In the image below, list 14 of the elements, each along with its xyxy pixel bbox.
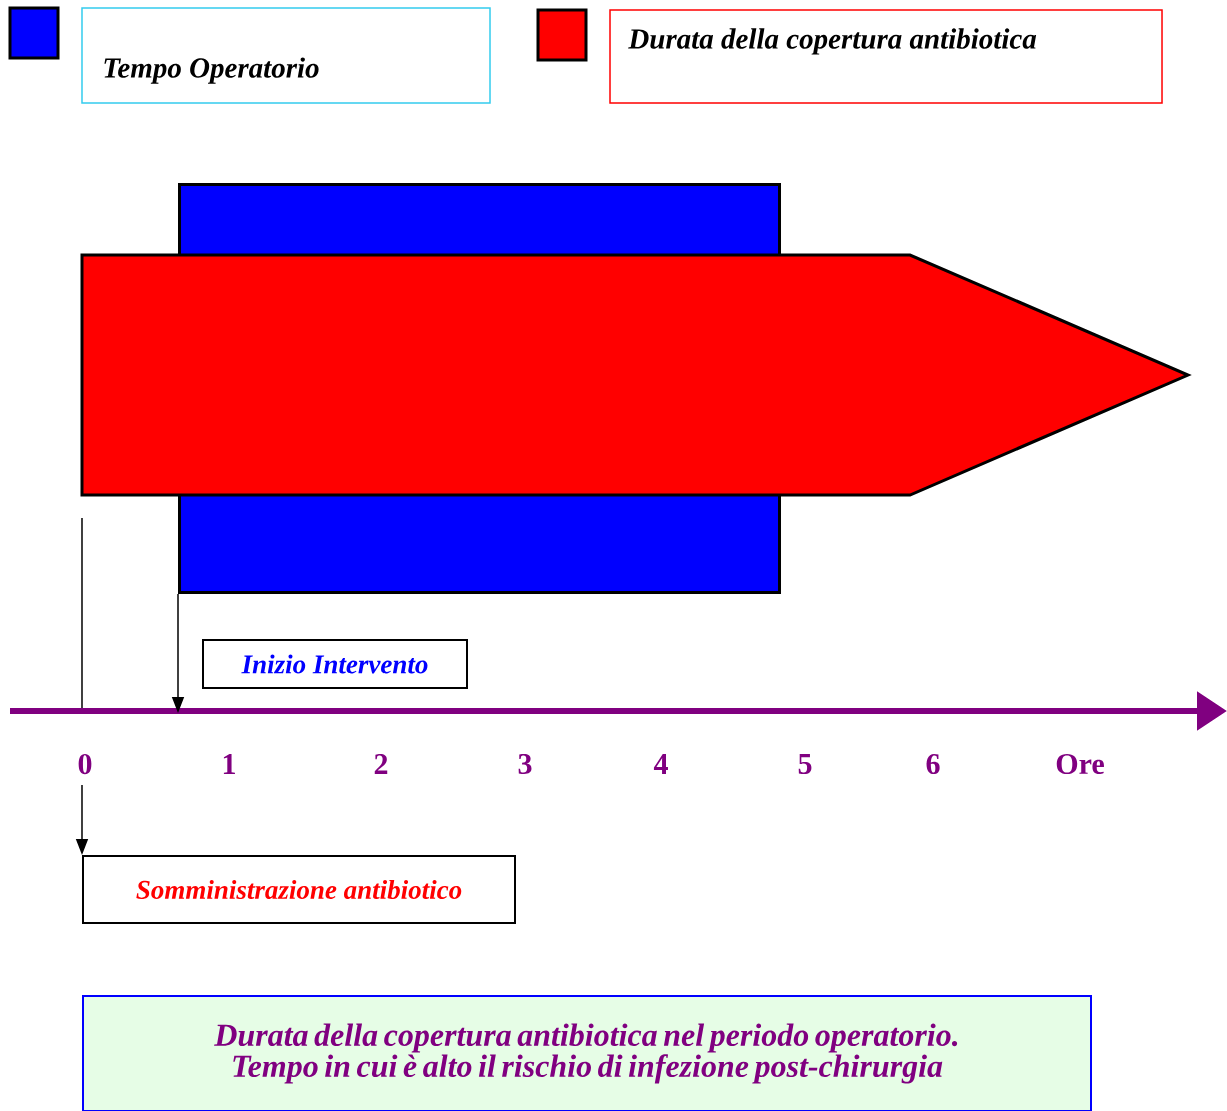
label-box: Somministrazione antibiotico [82,855,516,924]
caption-box: Durata della copertura antibiotica nel periodo operatorio. Tempo in cui è alto il rischio di infezione post-chirurgia [82,995,1092,1111]
tick-label: Ore [1056,753,1104,775]
tick-label: 2 [374,754,388,774]
tick-label: 4 [653,754,668,774]
tick-label: 0 [78,753,92,775]
legend-entry: Durata della copertura antibiotica [609,9,1163,104]
tick-label: 1 [223,754,235,774]
tick-label: 3 [518,753,532,775]
legend-entry: Tempo Operatorio [81,7,491,104]
tick-label: 5 [798,754,812,774]
label-box: Inizio Intervento [202,639,468,689]
tick-label: 6 [926,753,940,775]
coverage-arrow [80,253,1192,497]
